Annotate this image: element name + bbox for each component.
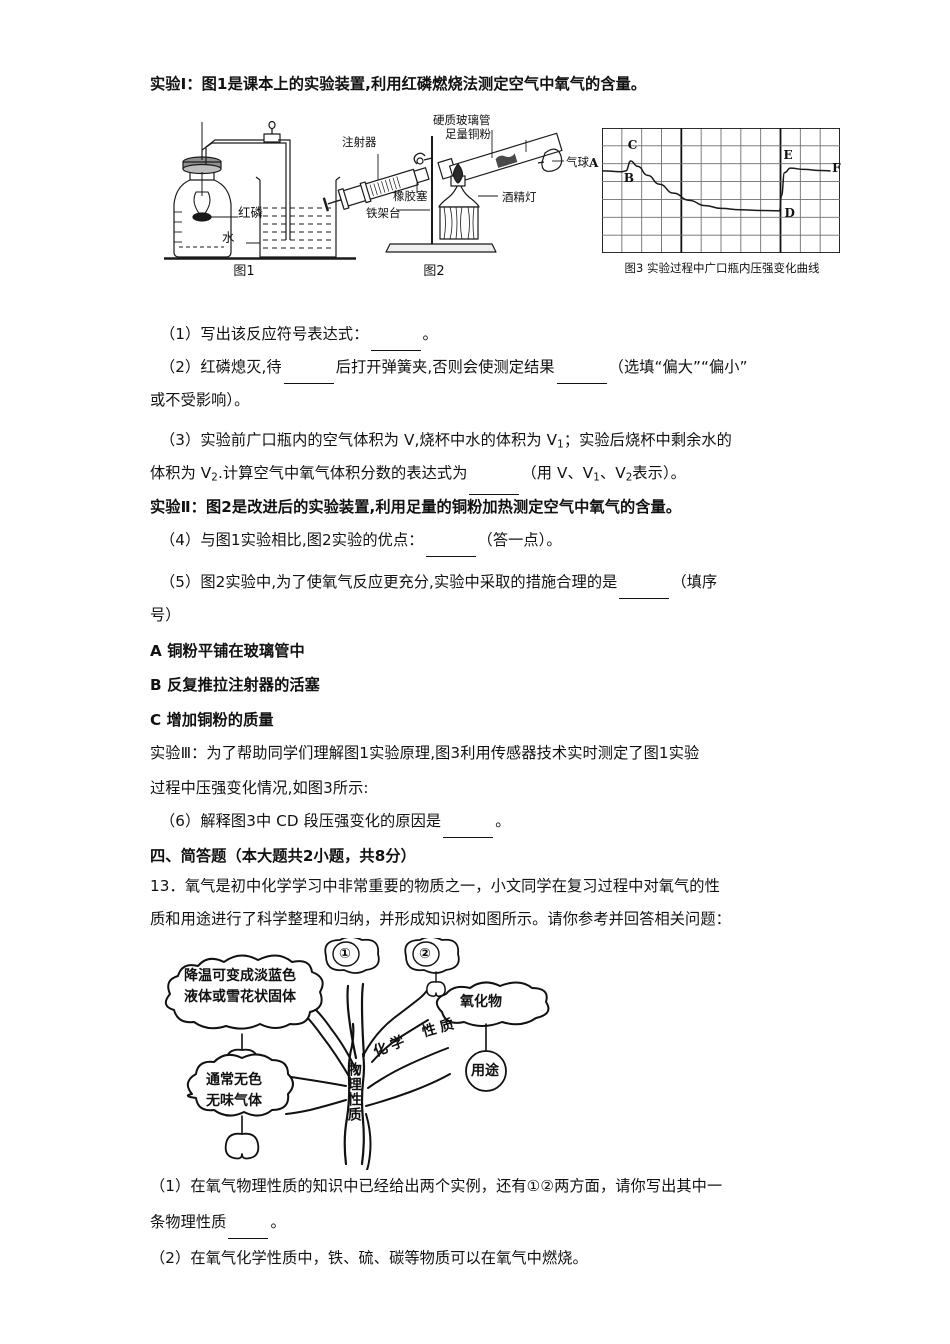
figure-1-apparatus: [164, 120, 356, 260]
question-3-text-b-mid: .计算空气中氧气体积分数的表达式为: [217, 464, 468, 482]
figure-2-label-rubber-stopper: 橡胶塞: [393, 189, 428, 203]
question-3-sub-2: 2: [211, 471, 218, 484]
tree-node-1-label: ①: [339, 946, 351, 962]
question-4-text-b: （答一点）。: [477, 531, 562, 549]
answer-blank-q3[interactable]: [469, 479, 520, 495]
question-1-period: 。: [422, 325, 438, 343]
question-13-line-1: 13．氧气是初中化学学习中非常重要的物质之一，小文同学在复习过程中对氧气的性: [150, 877, 720, 895]
question-2-text-a: （2）红磷熄灭,待: [160, 358, 282, 376]
tree-node-use-label: 用途: [471, 1063, 499, 1079]
chart-point-label-f: F: [832, 160, 841, 175]
answer-blank-q5[interactable]: [619, 584, 670, 599]
chart-point-label-d: D: [784, 206, 795, 221]
answer-blank-q2-2[interactable]: [556, 369, 607, 384]
figure-3-caption: 图3 实验过程中广口瓶内压强变化曲线: [624, 261, 820, 275]
figure-2-caption: 图2: [423, 264, 445, 279]
answer-blank-q6[interactable]: [443, 823, 494, 838]
figure-2-label-alcohol-lamp: 酒精灯: [502, 190, 537, 204]
question-3-line-2: 体积为 V2.计算空气中氧气体积分数的表达式为（用 V、V1、V2表示）。: [150, 457, 686, 495]
question-3-tail-end: 表示）。: [632, 464, 686, 482]
question-6-period: 。: [495, 812, 511, 830]
question-3-text-a: （3）实验前广口瓶内的空气体积为 V,烧杯中水的体积为 V: [160, 431, 558, 449]
figure-1-label-water: 水: [222, 230, 235, 245]
tree-node-colorless-line-2: 无味气体: [206, 1093, 262, 1109]
question-13-line-2: 质和用途进行了科学整理和归纳，并形成知识树如图所示。请你参考并回答相关问题：: [150, 910, 731, 928]
question-3-tail-pre: （用 V、V: [521, 464, 594, 482]
tree-node-colorless-line-1: 通常无色: [206, 1072, 262, 1088]
option-a[interactable]: A 铜粉平铺在玻璃管中: [150, 642, 305, 660]
knowledge-tree-drawing: [164, 938, 550, 1170]
answer-blank-q4[interactable]: [425, 542, 476, 557]
answer-blank-q1[interactable]: [370, 336, 421, 351]
chart-point-label-e: E: [783, 148, 793, 163]
question-2-line-2: 或不受影响）。: [150, 391, 250, 409]
question-3-tail-mid: 、V: [599, 464, 626, 482]
option-b[interactable]: B 反复推拉注射器的活塞: [150, 676, 320, 694]
question-5-line-2: 号）: [150, 606, 181, 624]
question-13-2: （2）在氧气化学性质中，铁、硫、碳等物质可以在氧气中燃烧。: [150, 1249, 588, 1267]
figure-2-label-copper-powder: 足量铜粉: [445, 127, 491, 141]
question-2-text-b: 后打开弹簧夹,否则会使测定结果: [335, 358, 555, 376]
figure-2-label-balloon: 气球: [566, 155, 589, 169]
question-1: （1）写出该反应符号表达式： 。: [160, 318, 438, 351]
question-4-text-a: （4）与图1实验相比,图2实验的优点：: [160, 531, 424, 549]
figure-2-label-iron-stand: 铁架台: [366, 206, 401, 220]
question-1-text: （1）写出该反应符号表达式：: [160, 325, 369, 343]
chart-point-label-b: B: [623, 170, 634, 185]
chart-point-label-a: A: [589, 155, 599, 170]
figure-2-apparatus: [322, 130, 564, 253]
chart-point-label-c: C: [627, 138, 638, 153]
question-6: （6）解释图3中 CD 段压强变化的原因是 。: [160, 805, 511, 838]
figure-2-label-hard-glass-tube: 硬质玻璃管: [433, 113, 491, 127]
tree-trunk-physical-property-label: 物理性质: [345, 1062, 362, 1122]
question-2-line-1: （2）红磷熄灭,待 后打开弹簧夹,否则会使测定结果 （选填“偏大”“偏小”: [160, 351, 748, 384]
figure-1-caption: 图1: [233, 264, 255, 279]
answer-blank-q13-1[interactable]: [228, 1224, 269, 1239]
figure-2-label-syringe: 注射器: [342, 135, 377, 149]
question-3-sub-1: 1: [557, 438, 564, 451]
experiment-3-heading-line-1: 实验Ⅲ：为了帮助同学们理解图1实验原理,图3利用传感器技术实时测定了图1实验: [150, 744, 700, 762]
question-13-1-text-b: 条物理性质: [150, 1213, 227, 1231]
question-3-text-a-end: ；实验后烧杯中剩余水的: [563, 431, 732, 449]
question-13-1-period: 。: [270, 1213, 286, 1231]
question-13-1-line-2: 条物理性质 。: [150, 1206, 286, 1239]
experiment-3-heading-line-2: 过程中压强变化情况,如图3所示:: [150, 779, 369, 797]
figure-3-pressure-chart: A B C D E F: [589, 128, 841, 253]
section-4-heading: 四、简答题（本大题共2小题，共8分）: [150, 847, 416, 865]
answer-blank-q2-1[interactable]: [283, 369, 334, 384]
question-5-text-b: （填序: [671, 573, 718, 591]
question-5-text-a: （5）图2实验中,为了使氧气反应更充分,实验中采取的措施合理的是: [160, 573, 618, 591]
tree-node-cooling-line-1: 降温可变成淡蓝色: [184, 968, 296, 984]
question-3-line-1: （3）实验前广口瓶内的空气体积为 V,烧杯中水的体积为 V1；实验后烧杯中剩余水…: [160, 424, 732, 462]
chart-series-line: [602, 160, 831, 212]
option-c[interactable]: C 增加铜粉的质量: [150, 711, 274, 729]
figures-row: 图1 红磷 水: [150, 112, 850, 287]
question-13-1-line-1: （1）在氧气物理性质的知识中已经给出两个实例，还有①②两方面，请你写出其中一: [150, 1177, 723, 1195]
question-2-text-c: （选填“偏大”“偏小”: [608, 358, 748, 376]
question-6-text-a: （6）解释图3中 CD 段压强变化的原因是: [160, 812, 442, 830]
question-3-tail-sub-1: 1: [593, 471, 600, 484]
tree-node-cooling-line-2: 液体或雪花状固体: [184, 989, 296, 1005]
oxygen-knowledge-tree: 降温可变成淡蓝色 液体或雪花状固体 通常无色 无味气体 ① ② 氧化物 用途 物…: [150, 938, 590, 1170]
question-3-text-b-pre: 体积为 V: [150, 464, 212, 482]
tree-node-2-label: ②: [419, 946, 431, 962]
question-4: （4）与图1实验相比,图2实验的优点： （答一点）。: [160, 524, 562, 557]
tree-node-oxide-label: 氧化物: [460, 994, 502, 1010]
experiment-2-heading: 实验Ⅱ：图2是改进后的实验装置,利用足量的铜粉加热测定空气中氧气的含量。: [150, 498, 682, 516]
pressure-curve-plot: [602, 128, 840, 253]
question-3-tail-sub-2: 2: [625, 471, 633, 484]
figure-1-label-red-phosphorus: 红磷: [238, 205, 264, 220]
question-5-line-1: （5）图2实验中,为了使氧气反应更充分,实验中采取的措施合理的是 （填序: [160, 566, 717, 599]
experiment-1-heading: 实验Ⅰ：图1是课本上的实验装置,利用红磷燃烧法测定空气中氧气的含量。: [150, 75, 647, 93]
